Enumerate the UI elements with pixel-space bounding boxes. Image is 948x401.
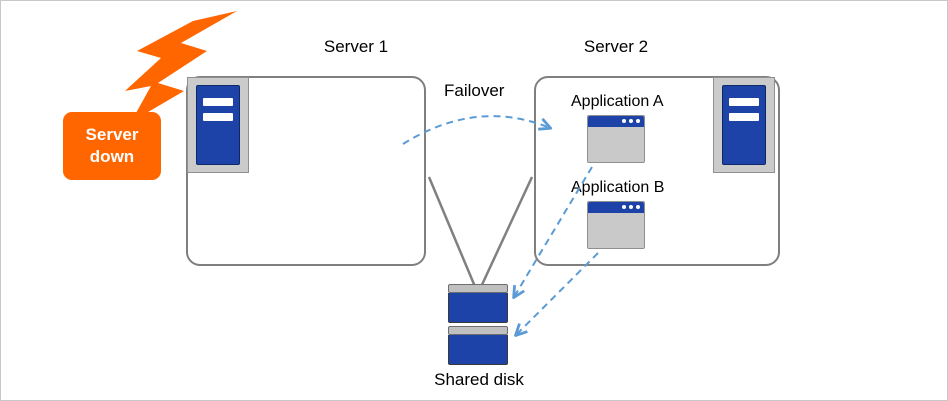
disk-body	[448, 335, 508, 365]
server-icon	[187, 77, 249, 173]
disk-body	[448, 293, 508, 323]
window-dot-icon	[622, 119, 626, 123]
server-slot-icon	[729, 113, 759, 121]
window-dot-icon	[629, 205, 633, 209]
application-a-label: Application A	[571, 93, 664, 110]
window-dot-icon	[636, 119, 640, 123]
server-slot-icon	[203, 98, 233, 106]
server1-to-disk-line	[427, 176, 478, 290]
server-panel	[196, 85, 240, 165]
disk-unit-icon	[448, 326, 508, 365]
app-titlebar	[588, 202, 644, 213]
disk-top	[448, 326, 508, 335]
app-window-icon	[587, 115, 645, 163]
server-down-callout: Server down	[63, 112, 161, 180]
application-b-label: Application B	[571, 179, 665, 196]
disk-top	[448, 284, 508, 293]
server1-label: Server 1	[323, 37, 389, 56]
window-dot-icon	[622, 205, 626, 209]
server-icon	[713, 77, 775, 173]
disk-unit-icon	[448, 284, 508, 323]
server-slot-icon	[203, 113, 233, 121]
server-slot-icon	[729, 98, 759, 106]
app-window-icon	[587, 201, 645, 249]
server-panel	[722, 85, 766, 165]
server2-to-disk-line	[478, 176, 534, 290]
server2-label: Server 2	[583, 37, 649, 56]
disk-stack-icon	[448, 284, 508, 368]
window-dot-icon	[636, 205, 640, 209]
shared-disk-label: Shared disk	[434, 370, 524, 389]
failover-label: Failover	[444, 81, 505, 100]
app-titlebar	[588, 116, 644, 127]
window-dot-icon	[629, 119, 633, 123]
